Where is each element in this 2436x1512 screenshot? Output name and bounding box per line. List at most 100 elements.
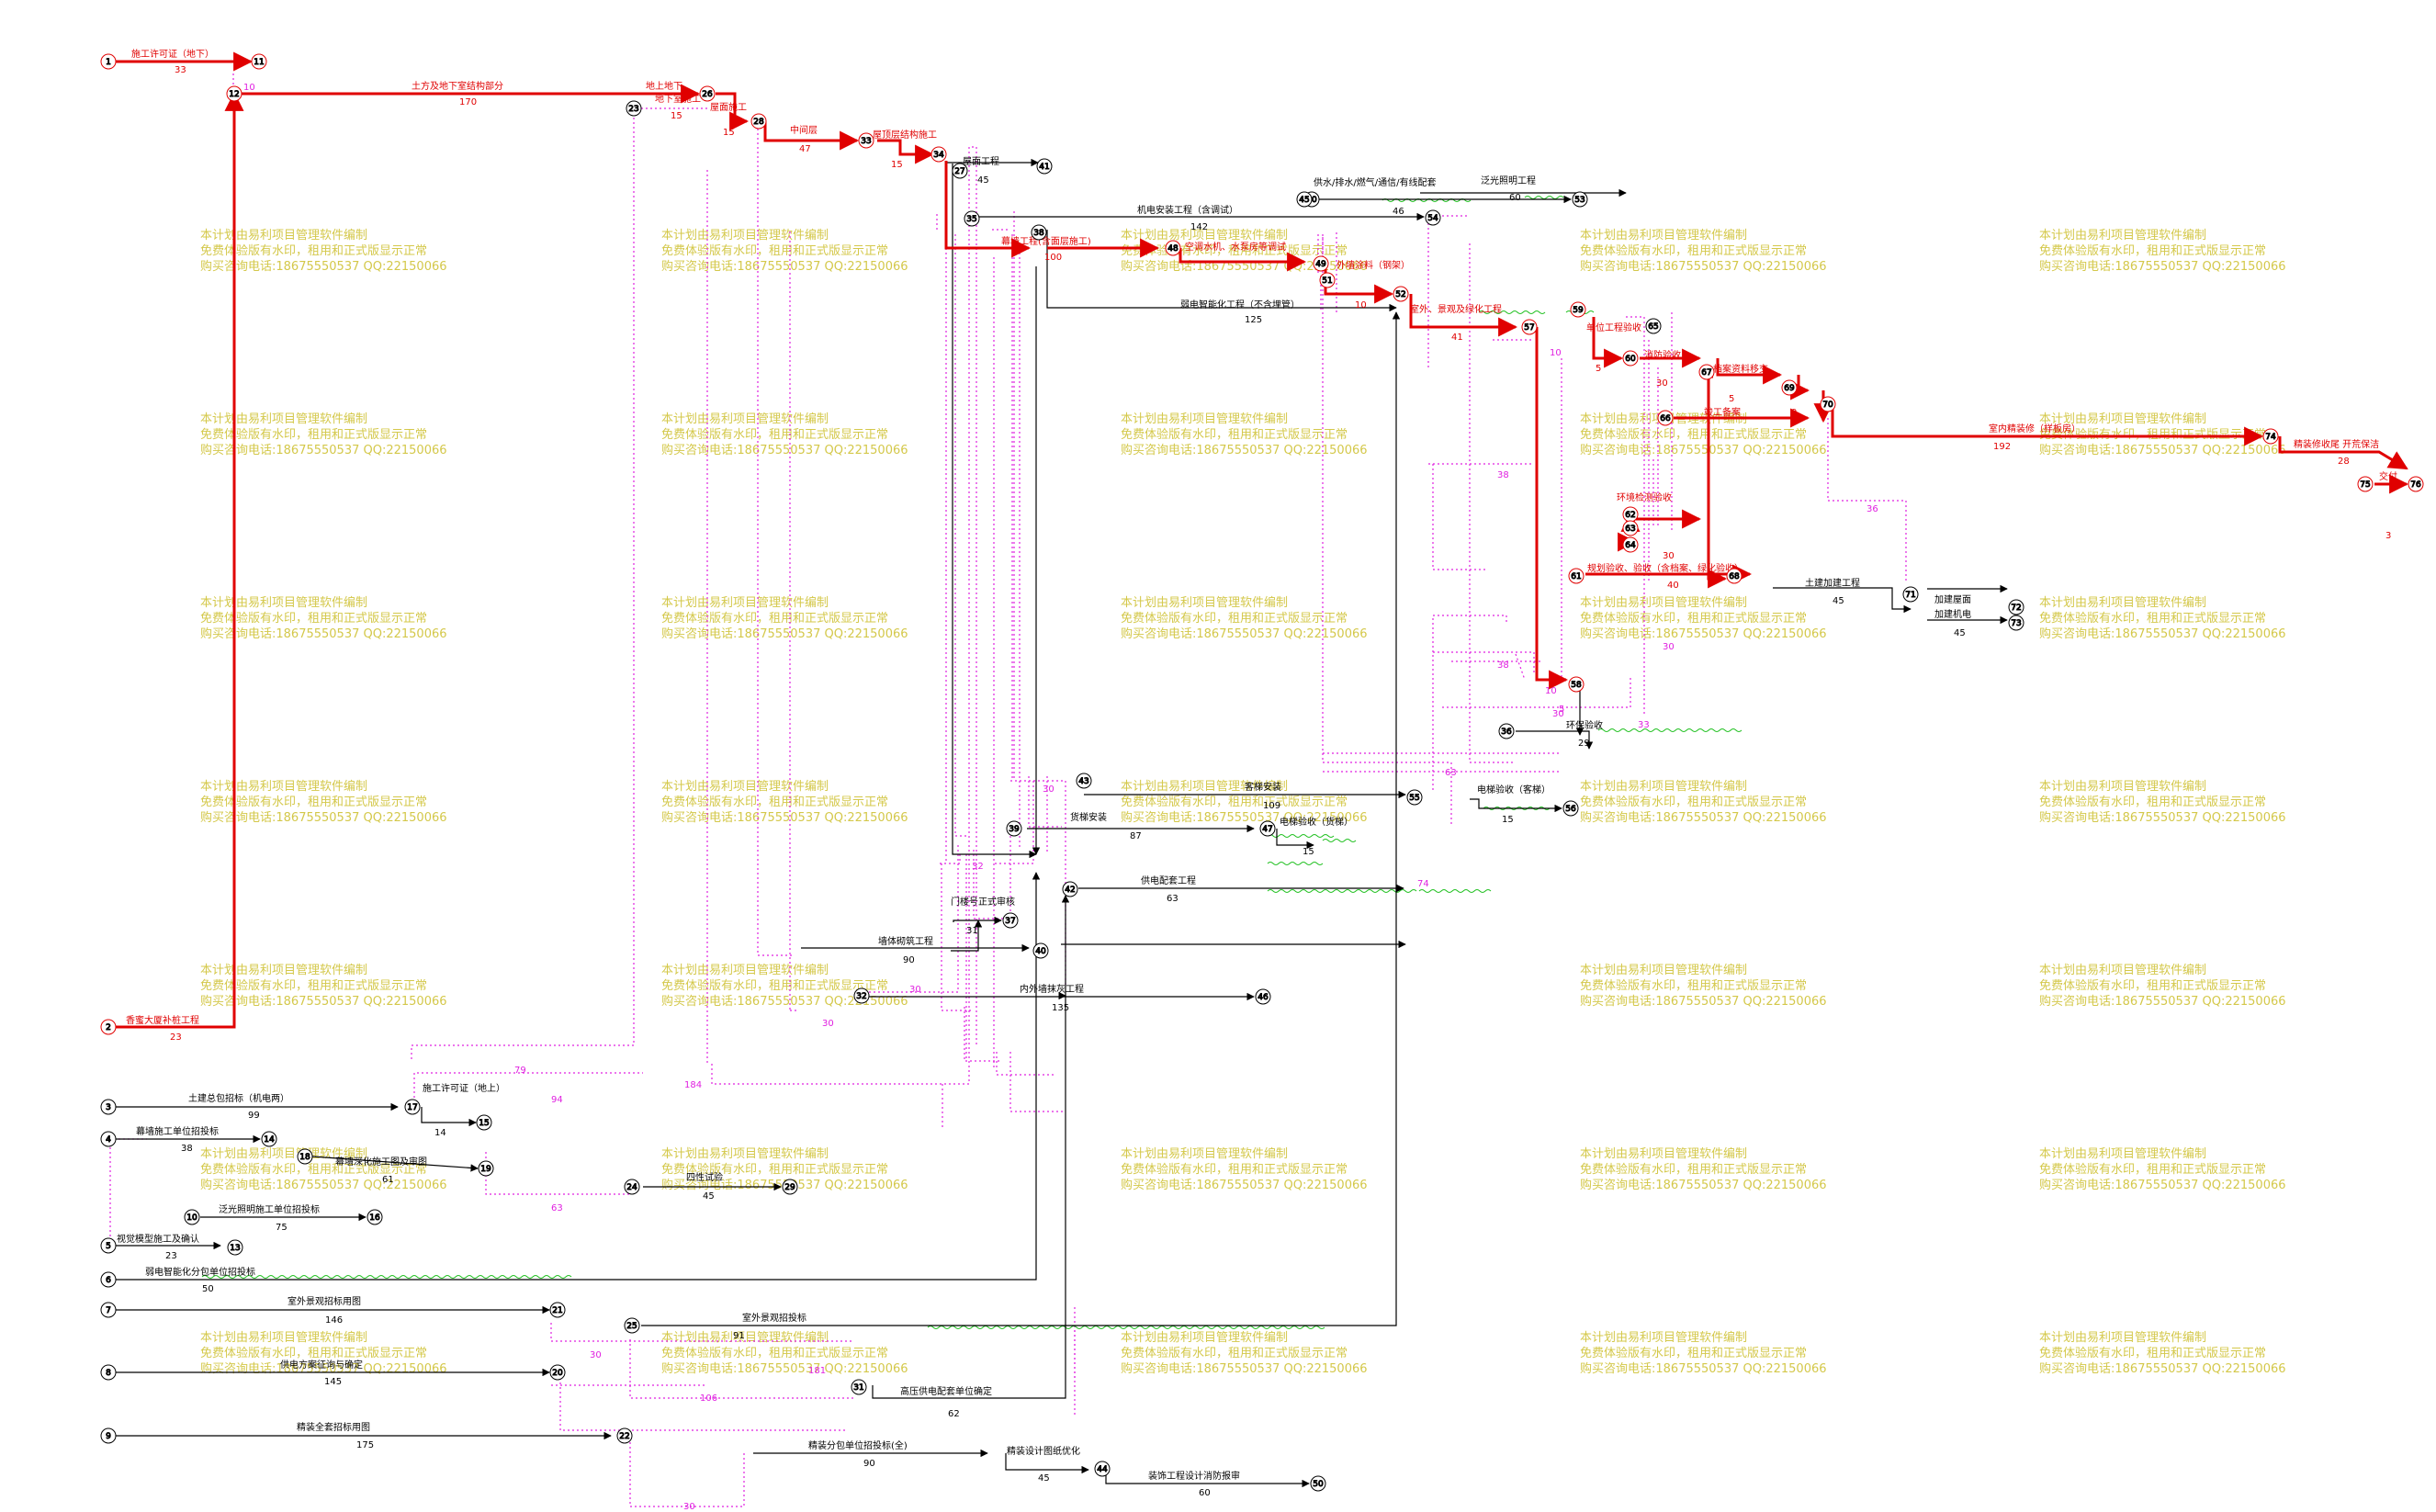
node[interactable]: 19 — [478, 1160, 494, 1177]
node[interactable]: 74 — [2262, 428, 2279, 445]
node[interactable]: 25 — [624, 1317, 640, 1334]
node[interactable]: 63 — [1622, 520, 1639, 536]
float-line — [1626, 316, 1645, 717]
node[interactable]: 14 — [261, 1131, 277, 1147]
node[interactable]: 38 — [1031, 224, 1047, 241]
node[interactable]: 65 — [1645, 318, 1662, 334]
node[interactable]: 66 — [1657, 410, 1674, 426]
node[interactable]: 76 — [2408, 476, 2424, 492]
node[interactable]: 64 — [1622, 536, 1639, 553]
node[interactable]: 35 — [964, 210, 980, 227]
activity-duration: 28 — [2338, 457, 2350, 467]
watermark-line: 本计划由易利项目管理软件编制 — [200, 964, 367, 977]
node[interactable]: 41 — [1036, 158, 1053, 175]
node[interactable]: 62 — [1622, 506, 1639, 523]
node[interactable]: 21 — [549, 1302, 566, 1318]
node[interactable]: 26 — [699, 85, 716, 102]
node[interactable]: 42 — [1062, 881, 1078, 897]
activity-duration: 175 — [356, 1440, 374, 1450]
node[interactable]: 43 — [1076, 773, 1092, 789]
watermark-line: 免费体验版有水印，租用和正式版显示正常 — [661, 611, 888, 626]
node-number: 29 — [784, 1183, 795, 1192]
node[interactable]: 39 — [1006, 820, 1022, 837]
watermark-line: 本计划由易利项目管理软件编制 — [1580, 780, 1747, 794]
node[interactable]: 18 — [297, 1148, 313, 1165]
node[interactable]: 45 — [1296, 191, 1313, 208]
node[interactable]: 33 — [858, 132, 874, 149]
critical-arrow — [113, 91, 244, 1029]
node[interactable]: 75 — [2357, 476, 2374, 492]
node[interactable]: 28 — [750, 113, 767, 130]
node-number: 13 — [230, 1244, 240, 1253]
node[interactable]: 9 — [100, 1427, 117, 1444]
node[interactable]: 48 — [1165, 240, 1181, 256]
node[interactable]: 67 — [1698, 364, 1715, 380]
node[interactable]: 11 — [251, 53, 267, 70]
node[interactable]: 12 — [226, 85, 242, 102]
node[interactable]: 47 — [1259, 820, 1276, 837]
node[interactable]: 23 — [626, 100, 642, 117]
float-line — [1028, 776, 1062, 828]
node[interactable]: 46 — [1255, 988, 1271, 1005]
watermark-line: 免费体验版有水印，租用和正式版显示正常 — [1121, 1162, 1348, 1177]
node[interactable]: 24 — [624, 1179, 640, 1195]
float-value: 38 — [1497, 470, 1509, 480]
node[interactable]: 59 — [1570, 301, 1586, 318]
node[interactable]: 60 — [1622, 350, 1639, 367]
node[interactable]: 3 — [100, 1099, 117, 1115]
node[interactable]: 15 — [476, 1114, 492, 1131]
node-number: 21 — [552, 1306, 562, 1315]
node[interactable]: 70 — [1820, 396, 1836, 412]
node[interactable]: 55 — [1406, 789, 1423, 806]
node[interactable]: 57 — [1521, 319, 1538, 335]
node-number: 49 — [1315, 260, 1326, 269]
activity-duration: 50 — [202, 1284, 214, 1294]
watermark-line: 本计划由易利项目管理软件编制 — [1580, 596, 1747, 610]
node[interactable]: 10 — [184, 1209, 200, 1225]
node[interactable]: 36 — [1498, 723, 1515, 739]
node[interactable]: 31 — [851, 1379, 867, 1395]
node[interactable]: 32 — [853, 987, 870, 1004]
node[interactable]: 53 — [1572, 191, 1588, 208]
node[interactable]: 73 — [2008, 615, 2024, 631]
node[interactable]: 49 — [1313, 255, 1329, 272]
node[interactable]: 72 — [2008, 599, 2024, 615]
float-line — [629, 1438, 745, 1507]
node[interactable]: 8 — [100, 1364, 117, 1381]
watermark-line: 本计划由易利项目管理软件编制 — [2039, 412, 2206, 426]
activity-label: 电梯验收（货梯） — [1280, 816, 1353, 828]
node[interactable]: 29 — [782, 1179, 798, 1195]
node[interactable]: 44 — [1094, 1461, 1111, 1477]
node[interactable]: 69 — [1781, 379, 1798, 396]
node[interactable]: 20 — [549, 1364, 566, 1381]
node[interactable]: 51 — [1319, 272, 1336, 288]
node[interactable]: 50 — [1310, 1475, 1326, 1492]
watermark-line: 购买咨询电话:18675550537 QQ:22150066 — [2039, 1178, 2286, 1192]
watermark-line: 购买咨询电话:18675550537 QQ:22150066 — [2039, 626, 2286, 641]
node[interactable]: 68 — [1726, 568, 1742, 584]
node-number: 51 — [1322, 276, 1332, 286]
node[interactable]: 4 — [100, 1131, 117, 1147]
node[interactable]: 16 — [367, 1209, 383, 1225]
node[interactable]: 13 — [227, 1239, 243, 1256]
node[interactable]: 34 — [930, 146, 947, 163]
node[interactable]: 17 — [404, 1099, 421, 1115]
node[interactable]: 1 — [100, 53, 117, 70]
node[interactable]: 40 — [1032, 942, 1049, 959]
node[interactable]: 71 — [1902, 586, 1919, 603]
node[interactable]: 22 — [616, 1427, 633, 1444]
node-number: 50 — [1313, 1480, 1324, 1489]
node[interactable]: 6 — [100, 1271, 117, 1288]
node[interactable]: 54 — [1425, 209, 1441, 226]
watermark-line: 购买咨询电话:18675550537 QQ:22150066 — [200, 994, 447, 1009]
node[interactable]: 7 — [100, 1302, 117, 1318]
node[interactable]: 27 — [952, 163, 968, 179]
node[interactable]: 5 — [100, 1237, 117, 1254]
node[interactable]: 61 — [1568, 568, 1585, 584]
node[interactable]: 52 — [1393, 286, 1409, 302]
node-number: 41 — [1039, 163, 1049, 172]
node[interactable]: 56 — [1562, 800, 1579, 817]
node[interactable]: 58 — [1568, 676, 1585, 693]
node[interactable]: 2 — [100, 1019, 117, 1035]
node[interactable]: 37 — [1002, 912, 1019, 929]
